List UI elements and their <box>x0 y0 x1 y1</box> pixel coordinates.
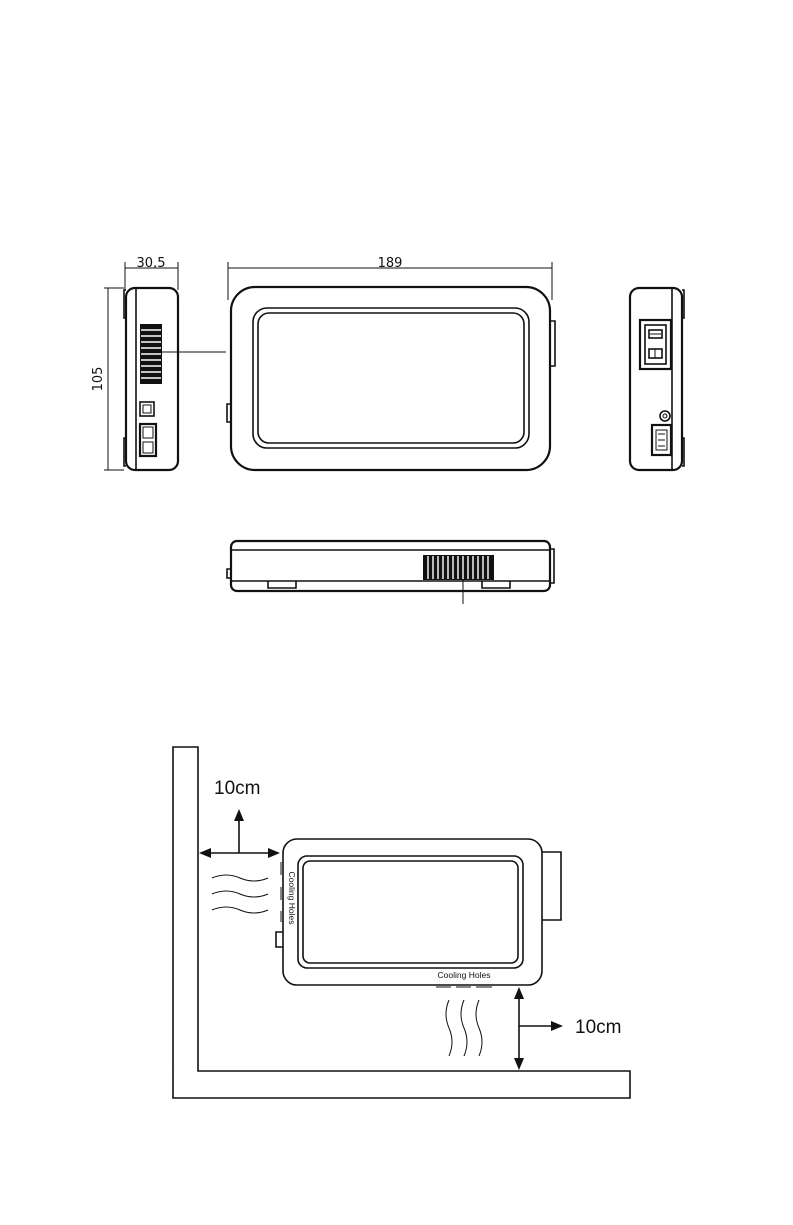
front-view-body <box>231 541 550 591</box>
front-vent-grille <box>423 555 494 580</box>
placement-device-panel-inner <box>303 861 518 963</box>
top-view-panel-outer <box>253 308 529 448</box>
bottom-clearance-label: 10cm <box>575 1017 621 1038</box>
bottom-cooling-holes-label: Cooling Holes <box>438 970 491 980</box>
right-side-view <box>630 288 684 470</box>
front-foot-left <box>268 581 296 588</box>
ac-outlet <box>640 320 671 369</box>
depth-dimension: 30,5 <box>125 256 178 290</box>
width-dimension: 189 <box>228 256 552 300</box>
side-vent-grille <box>140 324 162 384</box>
bottom-airflow-waves <box>446 1000 482 1056</box>
placement-device-switch <box>276 932 283 947</box>
height-dimension: 105 <box>91 288 124 470</box>
usb-port <box>652 425 671 455</box>
side-airflow-waves <box>212 875 268 913</box>
bottom-clearance-arrow <box>514 987 563 1070</box>
side-clearance-label: 10cm <box>214 778 260 799</box>
front-foot-right <box>482 581 510 588</box>
placement-device-panel-outer <box>298 856 523 968</box>
top-view: 189 <box>227 256 555 470</box>
side-cooling-holes-label: Cooling Holes <box>287 872 297 925</box>
width-dimension-label: 189 <box>378 256 403 271</box>
depth-dimension-label: 30,5 <box>137 256 166 271</box>
top-view-panel-inner <box>258 313 524 443</box>
front-view <box>227 541 554 604</box>
round-jack <box>660 411 670 421</box>
placement-device-plug-block <box>542 852 561 920</box>
clearance-diagram: Cooling Holes Cooling Holes 10cm <box>173 747 630 1098</box>
wall-and-floor <box>173 747 630 1098</box>
height-dimension-label: 105 <box>91 367 106 392</box>
side-clearance-arrow <box>199 809 280 858</box>
left-side-view: 30,5 105 <box>91 256 226 470</box>
side-ports <box>140 402 156 456</box>
